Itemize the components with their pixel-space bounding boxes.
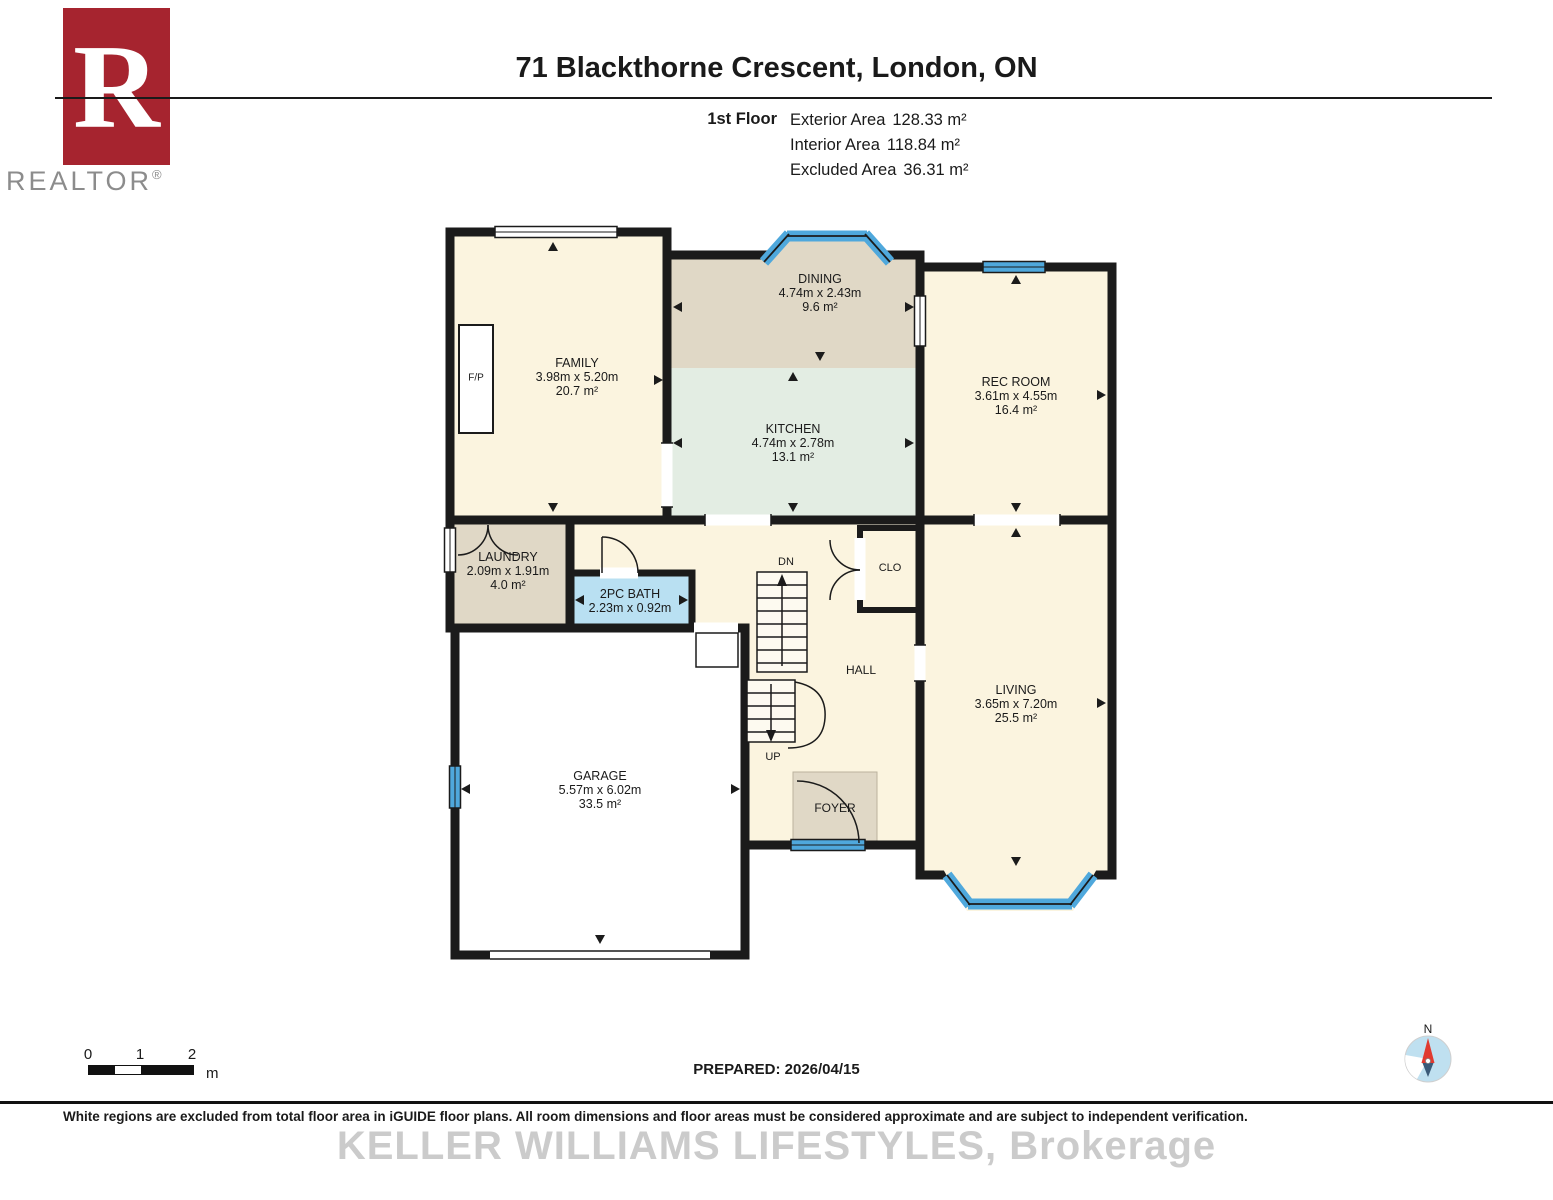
scale-seg bbox=[141, 1066, 193, 1074]
room-name: LAUNDRY bbox=[478, 550, 538, 564]
scale-unit: m bbox=[206, 1065, 219, 1082]
room-dims: 3.98m x 5.20m bbox=[535, 370, 619, 384]
room-name: LIVING bbox=[995, 683, 1037, 697]
room-area: 33.5 m² bbox=[578, 797, 622, 811]
realtor-logo-letter: R bbox=[73, 19, 160, 153]
stairs-up-label: UP bbox=[765, 751, 781, 763]
room-area: 9.6 m² bbox=[802, 300, 838, 314]
door-swings bbox=[457, 524, 861, 844]
room-label-dining: DINING 4.74m x 2.43m 9.6 m² bbox=[779, 272, 862, 314]
disclaimer-text: White regions are excluded from total fl… bbox=[63, 1109, 1248, 1124]
room-dims: 5.57m x 6.02m bbox=[558, 783, 642, 797]
area-value: 36.31 m² bbox=[903, 161, 969, 179]
room-area: 16.4 m² bbox=[994, 403, 1038, 417]
hall-label: HALL bbox=[845, 663, 877, 677]
realtor-brand: REALTOR bbox=[6, 166, 153, 196]
area-row-exterior: Exterior Area 128.33 m² bbox=[790, 110, 969, 135]
area-value: 118.84 m² bbox=[886, 136, 960, 154]
dining-room-area bbox=[667, 255, 920, 368]
area-row-excluded: Excluded Area 36.31 m² bbox=[790, 160, 969, 185]
room-dims: 2.09m x 1.91m bbox=[466, 564, 550, 578]
fireplace bbox=[458, 324, 494, 434]
rec-room-area bbox=[920, 267, 1112, 520]
living-room-area bbox=[920, 520, 1112, 875]
scale-seg bbox=[89, 1066, 115, 1074]
bath-area bbox=[570, 573, 692, 628]
room-dims: 4.74m x 2.43m bbox=[778, 286, 862, 300]
dimension-arrows bbox=[461, 242, 1106, 944]
footer-divider bbox=[0, 1101, 1553, 1104]
realtor-logo-text: REALTOR® bbox=[6, 166, 186, 197]
room-label-family: FAMILY 3.98m x 5.20m 20.7 m² bbox=[536, 356, 619, 398]
bay-windows bbox=[759, 230, 1098, 911]
room-name: FAMILY bbox=[555, 356, 599, 370]
compass-icon bbox=[1404, 1035, 1452, 1083]
room-name: KITCHEN bbox=[765, 422, 821, 436]
header-divider bbox=[55, 97, 1492, 99]
kitchen-area bbox=[667, 368, 920, 520]
scale-bar: 0 1 2 m bbox=[84, 1046, 318, 1082]
area-row-interior: Interior Area 118.84 m² bbox=[790, 135, 969, 160]
area-label: Excluded Area bbox=[790, 161, 897, 179]
stairs-down-label: DN bbox=[778, 556, 794, 568]
room-area: 25.5 m² bbox=[994, 711, 1038, 725]
scale-tick-labels: 0 1 2 bbox=[84, 1046, 318, 1063]
scale-tick-1: 1 bbox=[135, 1046, 145, 1063]
garage-area bbox=[455, 628, 745, 955]
area-summary: Exterior Area 128.33 m² Interior Area 118.… bbox=[790, 110, 969, 185]
room-name: REC ROOM bbox=[981, 375, 1051, 389]
registered-mark: ® bbox=[152, 167, 162, 182]
page-title: 71 Blackthorne Crescent, London, ON bbox=[515, 52, 1038, 84]
room-dims: 4.74m x 2.78m bbox=[751, 436, 835, 450]
laundry-area bbox=[450, 520, 570, 628]
room-label-laundry: LAUNDRY 2.09m x 1.91m 4.0 m² bbox=[467, 550, 550, 592]
scale-tick-0: 0 bbox=[83, 1046, 93, 1063]
brokerage-watermark: KELLER WILLIAMS LIFESTYLES, Brokerage bbox=[336, 1124, 1217, 1168]
room-dims: 3.61m x 4.55m bbox=[974, 389, 1058, 403]
foyer-label: FOYER bbox=[814, 801, 856, 815]
area-label: Interior Area bbox=[790, 136, 880, 154]
prepared-date: PREPARED: 2026/04/15 bbox=[693, 1061, 860, 1078]
windows-openings bbox=[443, 225, 1061, 961]
room-area: 4.0 m² bbox=[490, 578, 526, 592]
room-dims: 3.65m x 7.20m bbox=[974, 697, 1058, 711]
room-label-living: LIVING 3.65m x 7.20m 25.5 m² bbox=[975, 683, 1058, 725]
area-label: Exterior Area bbox=[790, 111, 886, 129]
area-value: 128.33 m² bbox=[892, 111, 967, 129]
stair-arrows bbox=[766, 574, 787, 742]
room-dims: 2.23m x 0.92m bbox=[588, 601, 672, 615]
room-label-garage: GARAGE 5.57m x 6.02m 33.5 m² bbox=[559, 769, 642, 811]
floor-label: 1st Floor bbox=[707, 110, 777, 128]
closet-area bbox=[860, 528, 920, 610]
closet-label: CLO bbox=[878, 562, 902, 574]
room-area: 13.1 m² bbox=[771, 450, 815, 464]
realtor-logo-block: R bbox=[63, 8, 170, 165]
room-label-kitchen: KITCHEN 4.74m x 2.78m 13.1 m² bbox=[752, 422, 835, 464]
compass-north-label: N bbox=[1423, 1022, 1433, 1036]
scale-track bbox=[88, 1065, 194, 1075]
scale-seg bbox=[115, 1066, 141, 1074]
room-name: 2PC BATH bbox=[599, 587, 661, 601]
scale-tick-2: 2 bbox=[187, 1046, 197, 1063]
room-area: 20.7 m² bbox=[555, 384, 599, 398]
room-name: GARAGE bbox=[573, 769, 627, 783]
foyer-area bbox=[792, 771, 878, 844]
room-name: DINING bbox=[798, 272, 842, 286]
room-label-rec-room: REC ROOM 3.61m x 4.55m 16.4 m² bbox=[975, 375, 1058, 417]
fireplace-label: F/P bbox=[468, 372, 484, 384]
room-label-bath: 2PC BATH 2.23m x 0.92m bbox=[589, 587, 672, 615]
